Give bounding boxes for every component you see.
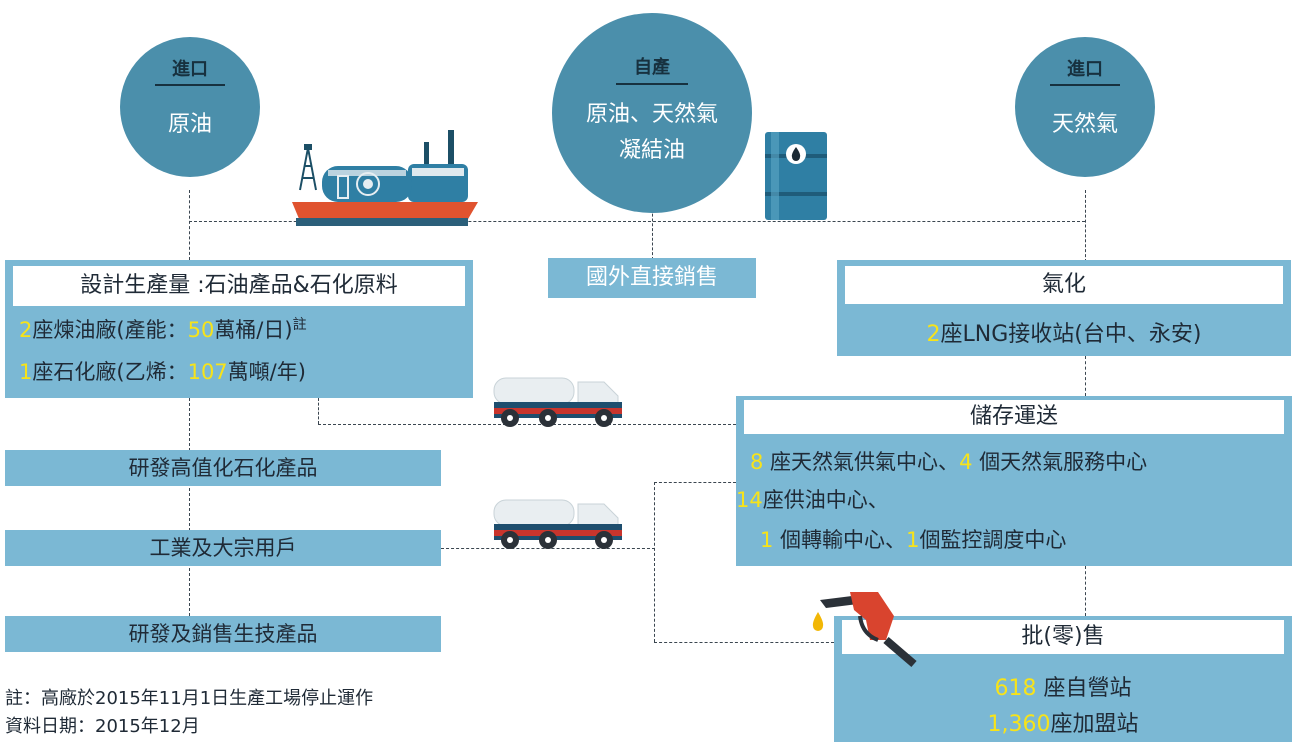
domestic-production-tag: 自產 [634, 57, 670, 78]
storage-row-control: 1 個轉輸中心、1個監控調度中心 [760, 524, 1066, 554]
downstream-rd-petrochem-box: 研發高值化石化產品 [5, 450, 441, 486]
gasification-title: 氣化 [845, 266, 1283, 304]
direct-sale-box: 國外直接銷售 [548, 258, 756, 298]
downstream-industry-box: 工業及大宗用戶 [5, 530, 441, 566]
gas-supply-center-count: 8 [750, 450, 764, 474]
connector-tanker-storage [318, 424, 736, 425]
gas-service-center-count: 4 [959, 450, 973, 474]
production-title: 設計生產量 :石油產品&石化原料 [13, 266, 465, 306]
refinery-capacity: 50 [187, 318, 215, 342]
tag-underline [1050, 84, 1120, 86]
gas-supply-center-text: 座天然氣供氣中心、 [763, 450, 960, 474]
storage-row-gas: 8 座天然氣供氣中心、4 個天然氣服務中心 [750, 446, 1147, 476]
connector-production-tanker [318, 398, 319, 424]
footnote-kaohsiung: 註：高廠於2015年11月1日生產工場停止運作 [5, 688, 374, 709]
refinery-text-b: 萬桶/日) [214, 318, 293, 342]
retail-row-franchise: 1,360座加盟站 [834, 706, 1292, 738]
storage-row-oil: 14座供油中心、 [736, 484, 889, 514]
connector-import-gas [1085, 190, 1086, 262]
owned-station-count: 618 [994, 676, 1037, 701]
oil-tanker-ship-icon [292, 130, 478, 226]
domestic-production-line2: 凝結油 [618, 138, 685, 163]
downstream-rd-petrochem-label: 研發高值化石化產品 [128, 456, 318, 480]
retail-title: 批(零)售 [842, 620, 1284, 654]
gasification-detail: 2座LNG接收站(台中、永安) [837, 316, 1291, 348]
domestic-production-circle: 自產 原油、天然氣 凝結油 [552, 13, 752, 213]
transfer-center-count: 1 [760, 528, 774, 552]
production-box: 設計生產量 :石油產品&石化原料 2座煉油廠(產能：50萬桶/日)註 1座石化廠… [5, 260, 473, 398]
import-crude-label: 原油 [167, 112, 212, 137]
refinery-text-a: 座煉油廠(產能： [32, 318, 188, 342]
import-gas-label: 天然氣 [1051, 112, 1118, 137]
downstream-biotech-label: 研發及銷售生技產品 [128, 622, 318, 646]
downstream-biotech-box: 研發及銷售生技產品 [5, 616, 441, 652]
tag-underline [155, 84, 225, 86]
franchise-station-text: 座加盟站 [1050, 712, 1139, 737]
oil-barrel-icon [765, 132, 827, 220]
storage-title: 儲存運送 [744, 400, 1284, 434]
connector-branch-retail [654, 642, 834, 643]
owned-station-text: 座自營站 [1036, 676, 1132, 701]
gas-service-center-text: 個天然氣服務中心 [972, 450, 1148, 474]
downstream-industry-label: 工業及大宗用戶 [149, 536, 297, 560]
refinery-count: 2 [19, 318, 33, 342]
petrochem-text-a: 座石化廠(乙烯： [32, 360, 188, 384]
gasification-box: 氣化 2座LNG接收站(台中、永安) [837, 260, 1291, 356]
control-center-count: 1 [906, 528, 920, 552]
production-line-refinery: 2座煉油廠(產能：50萬桶/日)註 [19, 314, 307, 344]
retail-row-owned: 618 座自營站 [834, 670, 1292, 702]
refinery-footnote-mark: 註 [292, 317, 307, 333]
connector-branch-top [654, 482, 736, 483]
tanker-truck-icon [493, 377, 622, 427]
franchise-station-count: 1,360 [987, 712, 1051, 737]
lng-terminal-text: 座LNG接收站(台中、永安) [940, 322, 1202, 347]
import-crude-tag: 進口 [172, 59, 208, 80]
connector-domestic [652, 204, 653, 260]
connector-storage-retail [1085, 566, 1086, 616]
control-center-text: 個監控調度中心 [919, 528, 1067, 552]
production-line-petrochem: 1座石化廠(乙烯：107萬噸/年) [19, 356, 306, 386]
connector-import-crude [189, 190, 190, 260]
import-gas-tag: 進口 [1067, 59, 1103, 80]
tag-underline [616, 83, 688, 85]
transfer-center-text: 個轉輸中心、 [773, 528, 907, 552]
data-date-note: 資料日期：2015年12月 [5, 716, 200, 737]
main-horizontal-connector [189, 221, 1085, 222]
storage-box: 儲存運送 8 座天然氣供氣中心、4 個天然氣服務中心 14座供油中心、 1 個轉… [736, 396, 1292, 566]
connector-branch-vertical [654, 482, 655, 642]
retail-box: 批(零)售 618 座自營站 1,360座加盟站 [834, 616, 1292, 742]
petrochem-count: 1 [19, 360, 33, 384]
domestic-production-line1: 原油、天然氣 [585, 102, 718, 127]
import-gas-circle: 進口 天然氣 [1015, 37, 1155, 177]
lng-terminal-count: 2 [926, 322, 941, 347]
import-crude-circle: 進口 原油 [120, 37, 260, 177]
connector-production-downstream [189, 398, 190, 616]
fuel-nozzle-icon [812, 592, 917, 668]
petrochem-text-b: 萬噸/年) [227, 360, 306, 384]
oil-supply-center-text: 座供油中心、 [762, 488, 889, 512]
direct-sale-label: 國外直接銷售 [585, 265, 718, 290]
connector-gasification-storage [1085, 356, 1086, 396]
tanker-truck-icon [493, 499, 622, 549]
oil-supply-center-count: 14 [736, 488, 763, 512]
petrochem-capacity: 107 [187, 360, 228, 384]
